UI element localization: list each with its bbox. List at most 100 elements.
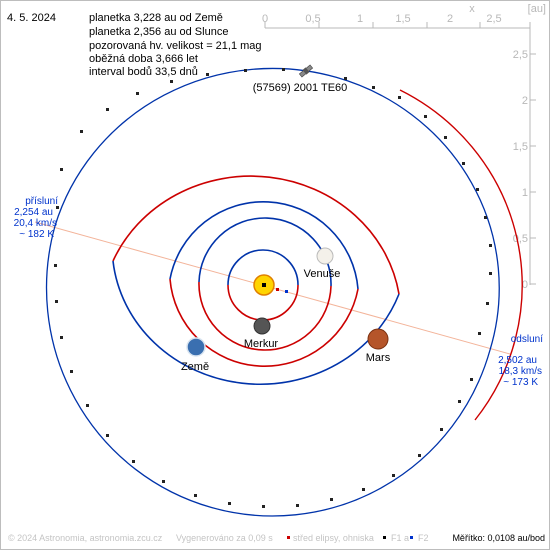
- info-line-earth-distance: planetka 3,228 au od Země: [89, 12, 223, 24]
- orbit-point: [106, 434, 109, 437]
- orbit-point: [476, 188, 479, 191]
- y-tick-label: 1,5: [513, 141, 528, 153]
- legend-f1-label: F1 a: [391, 533, 409, 543]
- legend-f1-marker: [383, 536, 386, 539]
- earth-icon: [186, 337, 206, 357]
- orbit-point: [330, 498, 333, 501]
- info-line-magnitude: pozorovaná hv. velikost = 21,1 mag: [89, 40, 262, 52]
- x-tick-label: 0: [262, 13, 268, 25]
- orbit-point: [106, 108, 109, 111]
- orbit-point: [392, 474, 395, 477]
- orbit-point: [444, 136, 447, 139]
- mars-icon: [367, 328, 389, 350]
- orbit-point: [344, 77, 347, 80]
- orbit-point: [86, 404, 89, 407]
- aphelion-distance: 2,502 au: [498, 355, 537, 366]
- focus-f1-marker: [262, 283, 266, 287]
- venus-orbit-south: [198, 281, 332, 351]
- mars-orbit-north: [112, 175, 400, 295]
- orbit-point: [136, 92, 139, 95]
- aphelion-speed: 18,3 km/s: [499, 366, 542, 377]
- date-label: 4. 5. 2024: [7, 12, 56, 24]
- orbit-point: [372, 86, 375, 89]
- perihelion-title: přísluní: [25, 196, 58, 207]
- venus-label: Venuše: [304, 268, 341, 280]
- orbit-point: [484, 216, 487, 219]
- venus-icon: [316, 247, 334, 265]
- orbit-point: [206, 73, 209, 76]
- asteroid-label: (57569) 2001 TE60: [253, 82, 348, 94]
- orbit-point: [244, 69, 247, 72]
- y-tick-label: 0,5: [513, 233, 528, 245]
- asteroid-orbit-north: [54, 67, 500, 351]
- orbit-point: [440, 428, 443, 431]
- asteroid-orbit-south: [45, 225, 491, 517]
- orbit-point: [398, 96, 401, 99]
- orbit-point: [170, 80, 173, 83]
- y-tick-label: 2: [522, 95, 528, 107]
- y-tick-label: 1: [522, 187, 528, 199]
- info-line-sun-distance: planetka 2,356 au od Slunce: [89, 26, 228, 38]
- orbit-point: [462, 162, 465, 165]
- orbit-point: [262, 505, 265, 508]
- focus-f2-marker: [285, 290, 288, 293]
- perihelion-speed: 20,4 km/s: [14, 218, 57, 229]
- orbit-point: [162, 480, 165, 483]
- orbit-point: [424, 115, 427, 118]
- orbit-point: [282, 68, 285, 71]
- perihelion-distance: 2,254 au: [14, 207, 53, 218]
- x-tick-label: 2: [447, 13, 453, 25]
- earth-orbit-south: [169, 278, 359, 367]
- scale-text: Měřítko: 0,0108 au/bod: [452, 533, 545, 543]
- orbit-point: [60, 336, 63, 339]
- ellipse-center-marker: [276, 288, 279, 291]
- copyright-text: © 2024 Astronomia, astronomia.zcu.cz: [8, 533, 163, 543]
- legend-f2-label: F2: [418, 533, 429, 543]
- aphelion-temperature: ~ 173 K: [503, 377, 538, 388]
- mercury-orbit-north: [227, 249, 299, 286]
- orbit-point: [458, 400, 461, 403]
- x-tick-label: 1: [357, 13, 363, 25]
- mars-label: Mars: [366, 352, 391, 364]
- orbit-point: [80, 130, 83, 133]
- x-tick-label: 1,5: [395, 13, 410, 25]
- asteroid-orbit-above-ecliptic: [399, 89, 523, 421]
- orbit-point: [362, 488, 365, 491]
- orbit-point: [478, 332, 481, 335]
- earth-orbit-north: [169, 201, 359, 290]
- x-tick-label: 0,5: [305, 13, 320, 25]
- generated-time-text: Vygenerováno za 0,09 s: [176, 533, 273, 543]
- orbit-point: [470, 378, 473, 381]
- orbit-point: [486, 302, 489, 305]
- legend-f2-marker: [410, 536, 413, 539]
- orbit-point: [418, 454, 421, 457]
- orbit-point: [55, 300, 58, 303]
- orbit-point: [194, 494, 197, 497]
- orbit-point: [132, 460, 135, 463]
- y-tick-label: 0: [522, 279, 528, 291]
- mercury-icon: [253, 317, 271, 335]
- orbit-point: [296, 504, 299, 507]
- orbit-point: [489, 272, 492, 275]
- axes: [264, 22, 536, 285]
- earth-label: Země: [181, 361, 209, 373]
- orbit-point: [70, 370, 73, 373]
- legend-center-marker: [287, 536, 290, 539]
- info-line-interval: interval bodů 33,5 dnů: [89, 66, 198, 78]
- mercury-label: Merkur: [244, 338, 279, 350]
- orbit-point: [56, 206, 59, 209]
- y-tick-label: 2,5: [513, 49, 528, 61]
- x-tick-label: 2,5: [486, 13, 501, 25]
- orbit-point: [54, 264, 57, 267]
- orbit-point: [228, 502, 231, 505]
- info-line-period: oběžná doba 3,666 let: [89, 53, 198, 65]
- perihelion-temperature: ~ 182 K: [19, 229, 54, 240]
- x-axis-label: x: [469, 3, 475, 15]
- aphelion-title: odsluní: [511, 334, 543, 345]
- legend-center-label: střed elipsy, ohniska: [293, 533, 374, 543]
- orbit-point: [60, 168, 63, 171]
- unit-label: [au]: [528, 3, 546, 15]
- orbit-point: [489, 244, 492, 247]
- asteroid-icon: [298, 64, 314, 78]
